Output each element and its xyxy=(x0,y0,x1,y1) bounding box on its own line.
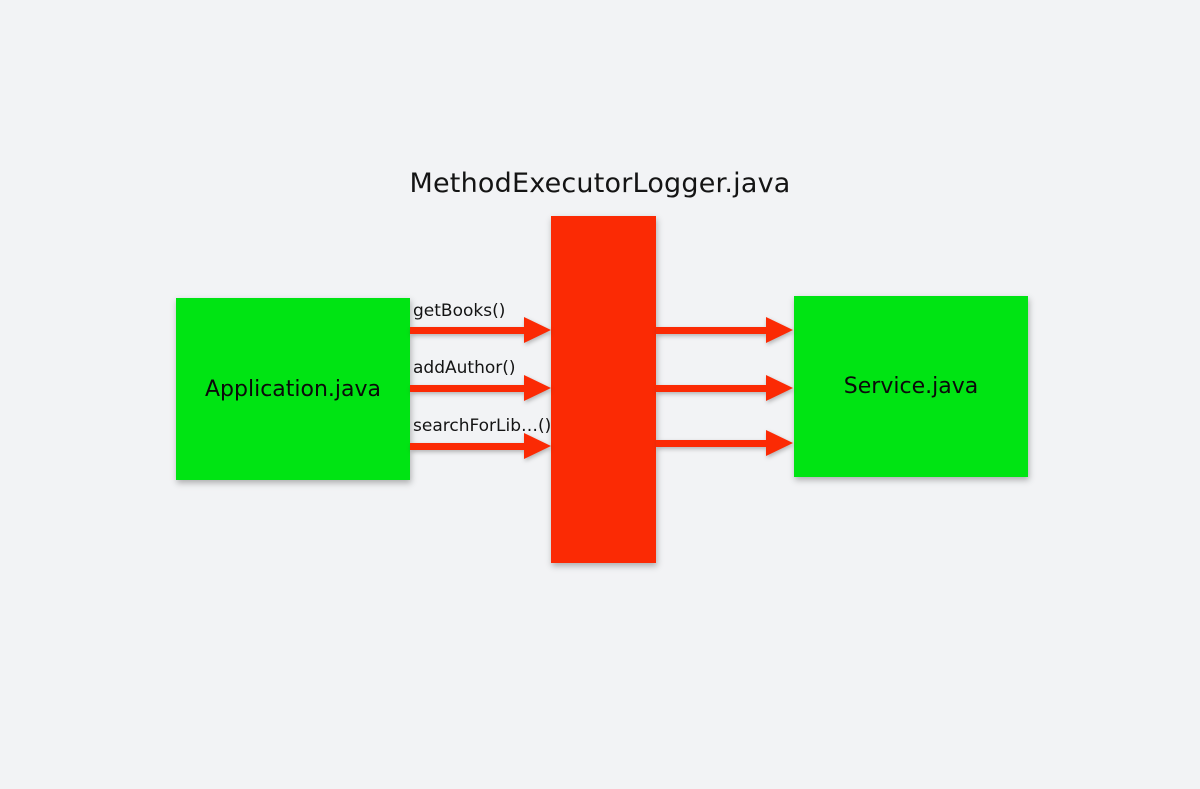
diagram-title: MethodExecutorLogger.java xyxy=(409,168,791,199)
arrow-shaft xyxy=(410,326,524,334)
arrow-head-icon xyxy=(766,317,793,343)
arrow-shaft xyxy=(410,442,524,450)
arrow-head-icon xyxy=(524,317,551,343)
arrow-shaft xyxy=(656,384,766,392)
forward-arrow-getbooks xyxy=(656,317,793,343)
forward-arrow-searchforlib xyxy=(656,430,793,456)
arrow-head-icon xyxy=(524,375,551,401)
call-label-searchforlib: searchForLib…() xyxy=(413,416,552,436)
arrow-head-icon xyxy=(766,430,793,456)
node-application: Application.java xyxy=(176,298,410,480)
call-arrow-getbooks xyxy=(410,317,551,343)
call-label-addauthor: addAuthor() xyxy=(413,358,516,378)
arrow-shaft xyxy=(656,439,766,447)
node-application-label: Application.java xyxy=(204,376,381,402)
call-label-getbooks: getBooks() xyxy=(413,301,506,321)
arrow-head-icon xyxy=(766,375,793,401)
node-service-label: Service.java xyxy=(843,374,979,399)
node-method-executor-logger xyxy=(551,216,656,563)
arrow-head-icon xyxy=(524,433,551,459)
call-arrow-searchforlib xyxy=(410,433,551,459)
call-arrow-addauthor xyxy=(410,375,551,401)
node-service: Service.java xyxy=(794,296,1028,477)
arrow-shaft xyxy=(656,326,766,334)
arrow-shaft xyxy=(410,384,524,392)
forward-arrow-addauthor xyxy=(656,375,793,401)
